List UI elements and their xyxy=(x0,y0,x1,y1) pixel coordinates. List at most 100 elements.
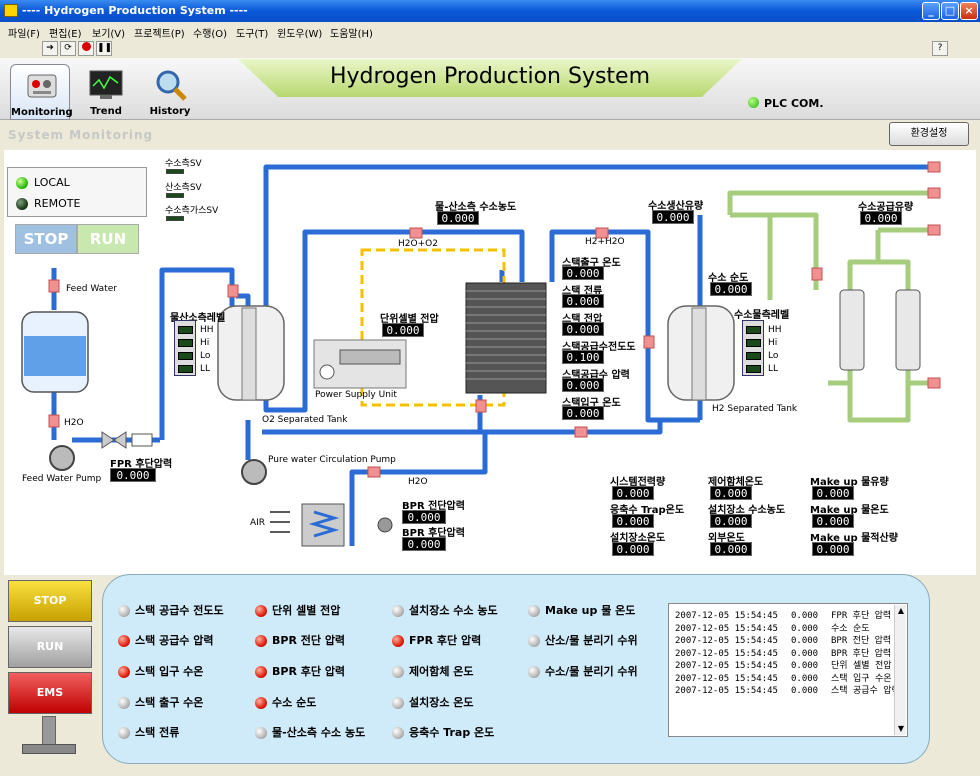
alarm-label: Make up 물 온도 xyxy=(545,604,636,617)
run-continuous-icon[interactable]: ⟳ xyxy=(60,41,76,56)
app-icon xyxy=(4,4,18,17)
alarm-item: FPR 후단 압력 xyxy=(392,632,481,648)
alarm-item: 제어함체 온도 xyxy=(392,663,474,679)
alarm-item: 스택 공급수 압력 xyxy=(118,632,214,648)
control-buttons: STOP RUN EMS xyxy=(6,580,92,760)
makeup-flow-label: Make up 물유량 xyxy=(810,477,889,488)
level-ll: LL xyxy=(200,364,211,374)
ems-button[interactable]: EMS xyxy=(8,672,92,714)
button-base xyxy=(22,744,76,754)
o2h2-conc-label: 물-산소측 수소농도 xyxy=(435,202,517,213)
menu-tools[interactable]: 도구(T) xyxy=(236,29,269,40)
alarm-item: BPR 후단 압력 xyxy=(255,663,345,679)
alarm-item: BPR 전단 압력 xyxy=(255,632,345,648)
condense-trap-value: 0.000 xyxy=(612,514,654,528)
stack-out-temp-value: 0.000 xyxy=(562,266,604,280)
alarm-label: 수소 순도 xyxy=(272,696,317,709)
menu-project[interactable]: 프로젝트(P) xyxy=(134,29,185,40)
alarm-item: 단위 셀별 전압 xyxy=(255,602,340,618)
stack-in-temp-value: 0.000 xyxy=(562,406,604,420)
alarm-led xyxy=(392,635,404,647)
alarm-label: BPR 후단 압력 xyxy=(272,665,346,678)
sv-label: 산소측SV xyxy=(165,183,202,193)
log-msg: 수소 순도 xyxy=(831,623,870,634)
run-mode-button[interactable]: RUN xyxy=(77,224,139,254)
emergency-stop-button[interactable]: STOP xyxy=(8,580,92,622)
sv-label: 수소측SV xyxy=(165,159,202,169)
tab-history[interactable]: History xyxy=(140,64,200,120)
run-arrow-icon[interactable]: ➔ xyxy=(42,41,58,56)
stop-mode-button[interactable]: STOP xyxy=(15,224,77,254)
scroll-up-icon[interactable]: ▲ xyxy=(897,606,905,615)
h2-supply-value: 0.000 xyxy=(860,211,902,225)
minimize-button[interactable]: _ xyxy=(922,2,940,20)
h2-flow-value: 0.000 xyxy=(652,210,694,224)
log-ts: 2007-12-05 15:54:45 xyxy=(675,686,778,696)
menu-window[interactable]: 윈도우(W) xyxy=(277,29,323,40)
scroll-down-icon[interactable]: ▼ xyxy=(897,724,905,733)
alarm-label: BPR 전단 압력 xyxy=(272,634,346,647)
install-h2-value: 0.000 xyxy=(710,514,752,528)
stack-current-value: 0.000 xyxy=(562,294,604,308)
alarm-label: 설치장소 수소 농도 xyxy=(409,604,498,617)
stack-feed-cond-label: 스택공급수전도도 xyxy=(562,342,636,353)
bpr-before-value: 0.000 xyxy=(402,510,446,524)
alarm-led xyxy=(255,727,267,739)
alarm-label: FPR 후단 압력 xyxy=(409,634,482,647)
log-val: 0.000 xyxy=(791,636,819,646)
settings-button[interactable]: 환경설정 xyxy=(889,122,969,146)
h2-flow-label: 수소생산유량 xyxy=(648,201,704,212)
tab-trend[interactable]: Trend xyxy=(76,64,136,120)
alarm-led xyxy=(392,697,404,709)
alarm-led xyxy=(255,635,267,647)
tab-monitoring[interactable]: Monitoring xyxy=(10,64,73,120)
magnifier-icon xyxy=(156,70,187,101)
alarm-led xyxy=(255,605,267,617)
tab-trend-label: Trend xyxy=(90,106,122,117)
outside-temp-label: 외부온도 xyxy=(708,533,745,544)
menu-help[interactable]: 도움말(H) xyxy=(330,29,373,40)
h2-supply-label: 수소공급유량 xyxy=(858,202,914,213)
maximize-button[interactable]: □ xyxy=(941,2,959,20)
h2-level-indicator xyxy=(742,320,764,376)
stack-out-temp-label: 스택출구 온도 xyxy=(562,258,621,269)
alarm-item: 스택 출구 수온 xyxy=(118,694,203,710)
outside-temp-value: 0.000 xyxy=(710,542,752,556)
alarm-item: 수소 순도 xyxy=(255,694,316,710)
cell-voltage-value: 0.000 xyxy=(382,323,424,337)
alarm-item: 스택 공급수 전도도 xyxy=(118,602,224,618)
install-temp-label: 설치장소온도 xyxy=(610,533,666,544)
abort-icon[interactable] xyxy=(78,41,94,56)
run-button[interactable]: RUN xyxy=(8,626,92,668)
log-ts: 2007-12-05 15:54:45 xyxy=(675,648,778,659)
menu-file[interactable]: 파일(F) xyxy=(8,29,40,40)
log-scrollbar[interactable]: ▲ ▼ xyxy=(894,605,906,735)
alarm-label: 스택 공급수 전도도 xyxy=(135,604,224,617)
alarm-led xyxy=(528,635,540,647)
log-ts: 2007-12-05 15:54:45 xyxy=(675,636,778,646)
button-stand xyxy=(42,716,56,746)
alarm-label: 스택 공급수 압력 xyxy=(135,634,214,647)
close-button[interactable]: × xyxy=(960,2,978,20)
alarm-label: 단위 셀별 전압 xyxy=(272,604,341,617)
alarm-led xyxy=(118,697,130,709)
menu-view[interactable]: 보기(V) xyxy=(92,29,126,40)
alarm-led xyxy=(392,666,404,678)
alarm-item: 물-산소측 수소 농도 xyxy=(255,724,365,740)
menu-operate[interactable]: 수행(O) xyxy=(193,29,228,40)
section-title: System Monitoring xyxy=(8,128,154,142)
menu-edit[interactable]: 편집(E) xyxy=(49,29,82,40)
remote-led xyxy=(16,198,28,210)
pause-icon[interactable]: ❚❚ xyxy=(96,41,112,56)
alarm-led xyxy=(392,727,404,739)
log-ts: 2007-12-05 15:54:45 xyxy=(675,661,778,671)
h2-level-label: 수소물측레벨 xyxy=(734,310,790,321)
help-icon[interactable]: ? xyxy=(932,41,948,56)
feed-water-label: Feed Water xyxy=(66,284,117,294)
log-val: 0.000 xyxy=(791,611,819,621)
page-title: Hydrogen Production System xyxy=(329,64,651,89)
